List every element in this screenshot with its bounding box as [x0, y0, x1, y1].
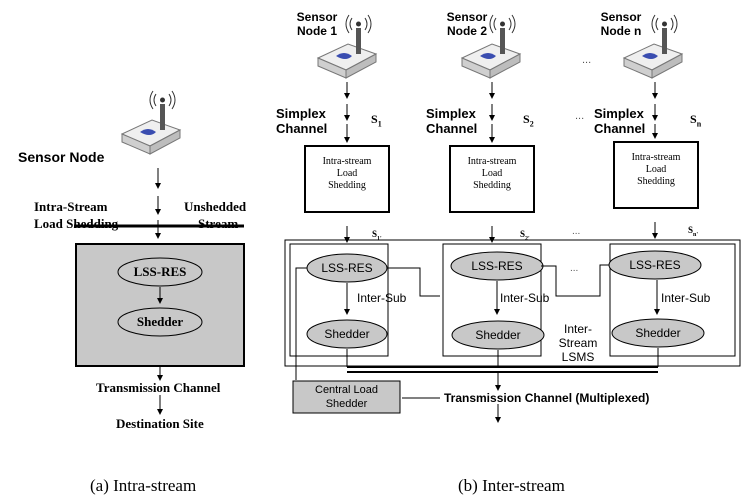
lss-res-2: LSS-RES [471, 259, 523, 273]
panel-a-shedder: Shedder [136, 314, 184, 329]
shedder-n: Shedder [635, 326, 681, 340]
inter-sub-2: Inter-Sub [500, 291, 550, 305]
lss-res-1: LSS-RES [321, 261, 373, 275]
stream-s1-prime: S1' [372, 229, 382, 242]
stream-sn-prime: Sn' [688, 225, 699, 238]
intra-stream-label: Intra-Stream [34, 199, 108, 214]
load-shedding-label: Load Shedding [34, 216, 119, 231]
panel-a-lss-res: LSS-RES [133, 264, 187, 279]
simplex-ellipsis: ... [575, 110, 585, 122]
sensor-node-label: Sensor Node [18, 149, 105, 165]
panel-a-transmission-channel: Transmission Channel [96, 380, 221, 395]
sensor-node-icon [121, 90, 181, 155]
shedder-2: Shedder [475, 328, 521, 342]
destination-site: Destination Site [116, 416, 204, 431]
inter-sub-n: Inter-Sub [661, 291, 711, 305]
stream-s2: S2 [523, 112, 534, 129]
lss-res-n: LSS-RES [629, 258, 681, 272]
stream-s1: S1 [371, 112, 382, 129]
prime-ellipsis: ... [572, 226, 581, 237]
nodes-ellipsis: ... [582, 54, 592, 66]
inter-sub-1: Inter-Sub [357, 291, 407, 305]
panel-b-transmission-channel: Transmission Channel (Multiplexed) [444, 391, 650, 405]
stream-s2-prime: S2' [520, 229, 530, 242]
stream-sn: Sn [690, 112, 702, 129]
shedder-1: Shedder [324, 327, 370, 341]
stream-label: Stream [198, 216, 239, 231]
unshedded-label: Unshedded [184, 199, 247, 214]
caption-a: (a) Intra-stream [90, 476, 197, 495]
caption-b: (b) Inter-stream [458, 476, 565, 495]
lss-ellipsis: ... [570, 263, 579, 274]
